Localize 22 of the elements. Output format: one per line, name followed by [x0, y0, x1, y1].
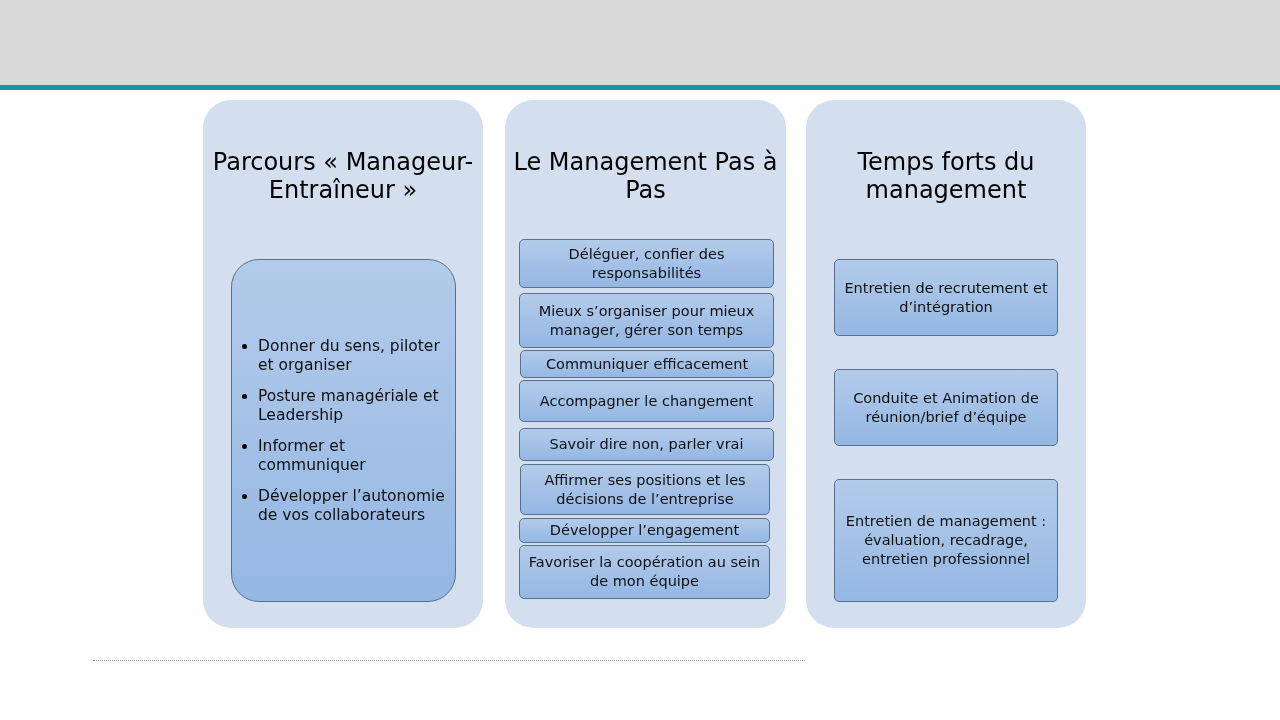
bullet-item: Développer l’autonomie de vos collaborateurs — [240, 486, 445, 525]
topic-box: Accompagner le changement — [519, 380, 774, 422]
topic-box: Déléguer, confier des responsabilités — [519, 239, 774, 288]
topic-box: Savoir dire non, parler vrai — [519, 428, 774, 461]
column-panel — [505, 100, 786, 628]
column-panel — [203, 100, 483, 628]
topic-box: Communiquer efficacement — [520, 350, 774, 378]
topic-box: Mieux s’organiser pour mieux manager, gérer son temps — [519, 293, 774, 348]
bullet-list-box — [231, 259, 456, 602]
column-panel — [806, 100, 1086, 628]
column-title: Le Management Pas à Pas — [512, 148, 779, 204]
topic-box: Entretien de management : évaluation, recadrage, entretien professionnel — [834, 479, 1058, 602]
topic-box: Favoriser la coopération au sein de mon équipe — [519, 545, 770, 599]
bullet-item: Donner du sens, piloter et organiser — [240, 336, 445, 375]
topic-box: Conduite et Animation de réunion/brief d’équipe — [834, 369, 1058, 446]
bullet-item: Informer et communiquer — [240, 436, 445, 475]
column-title: Parcours « Manageur-Entraîneur » — [211, 148, 475, 204]
bullet-item: Posture managériale et Leadership — [240, 386, 445, 425]
topic-box: Développer l’engagement — [519, 518, 770, 543]
topic-box: Affirmer ses positions et les décisions de l’entreprise — [520, 464, 770, 515]
topic-box: Entretien de recrutement et d’intégration — [834, 259, 1058, 336]
column-title: Temps forts du management — [856, 148, 1036, 204]
